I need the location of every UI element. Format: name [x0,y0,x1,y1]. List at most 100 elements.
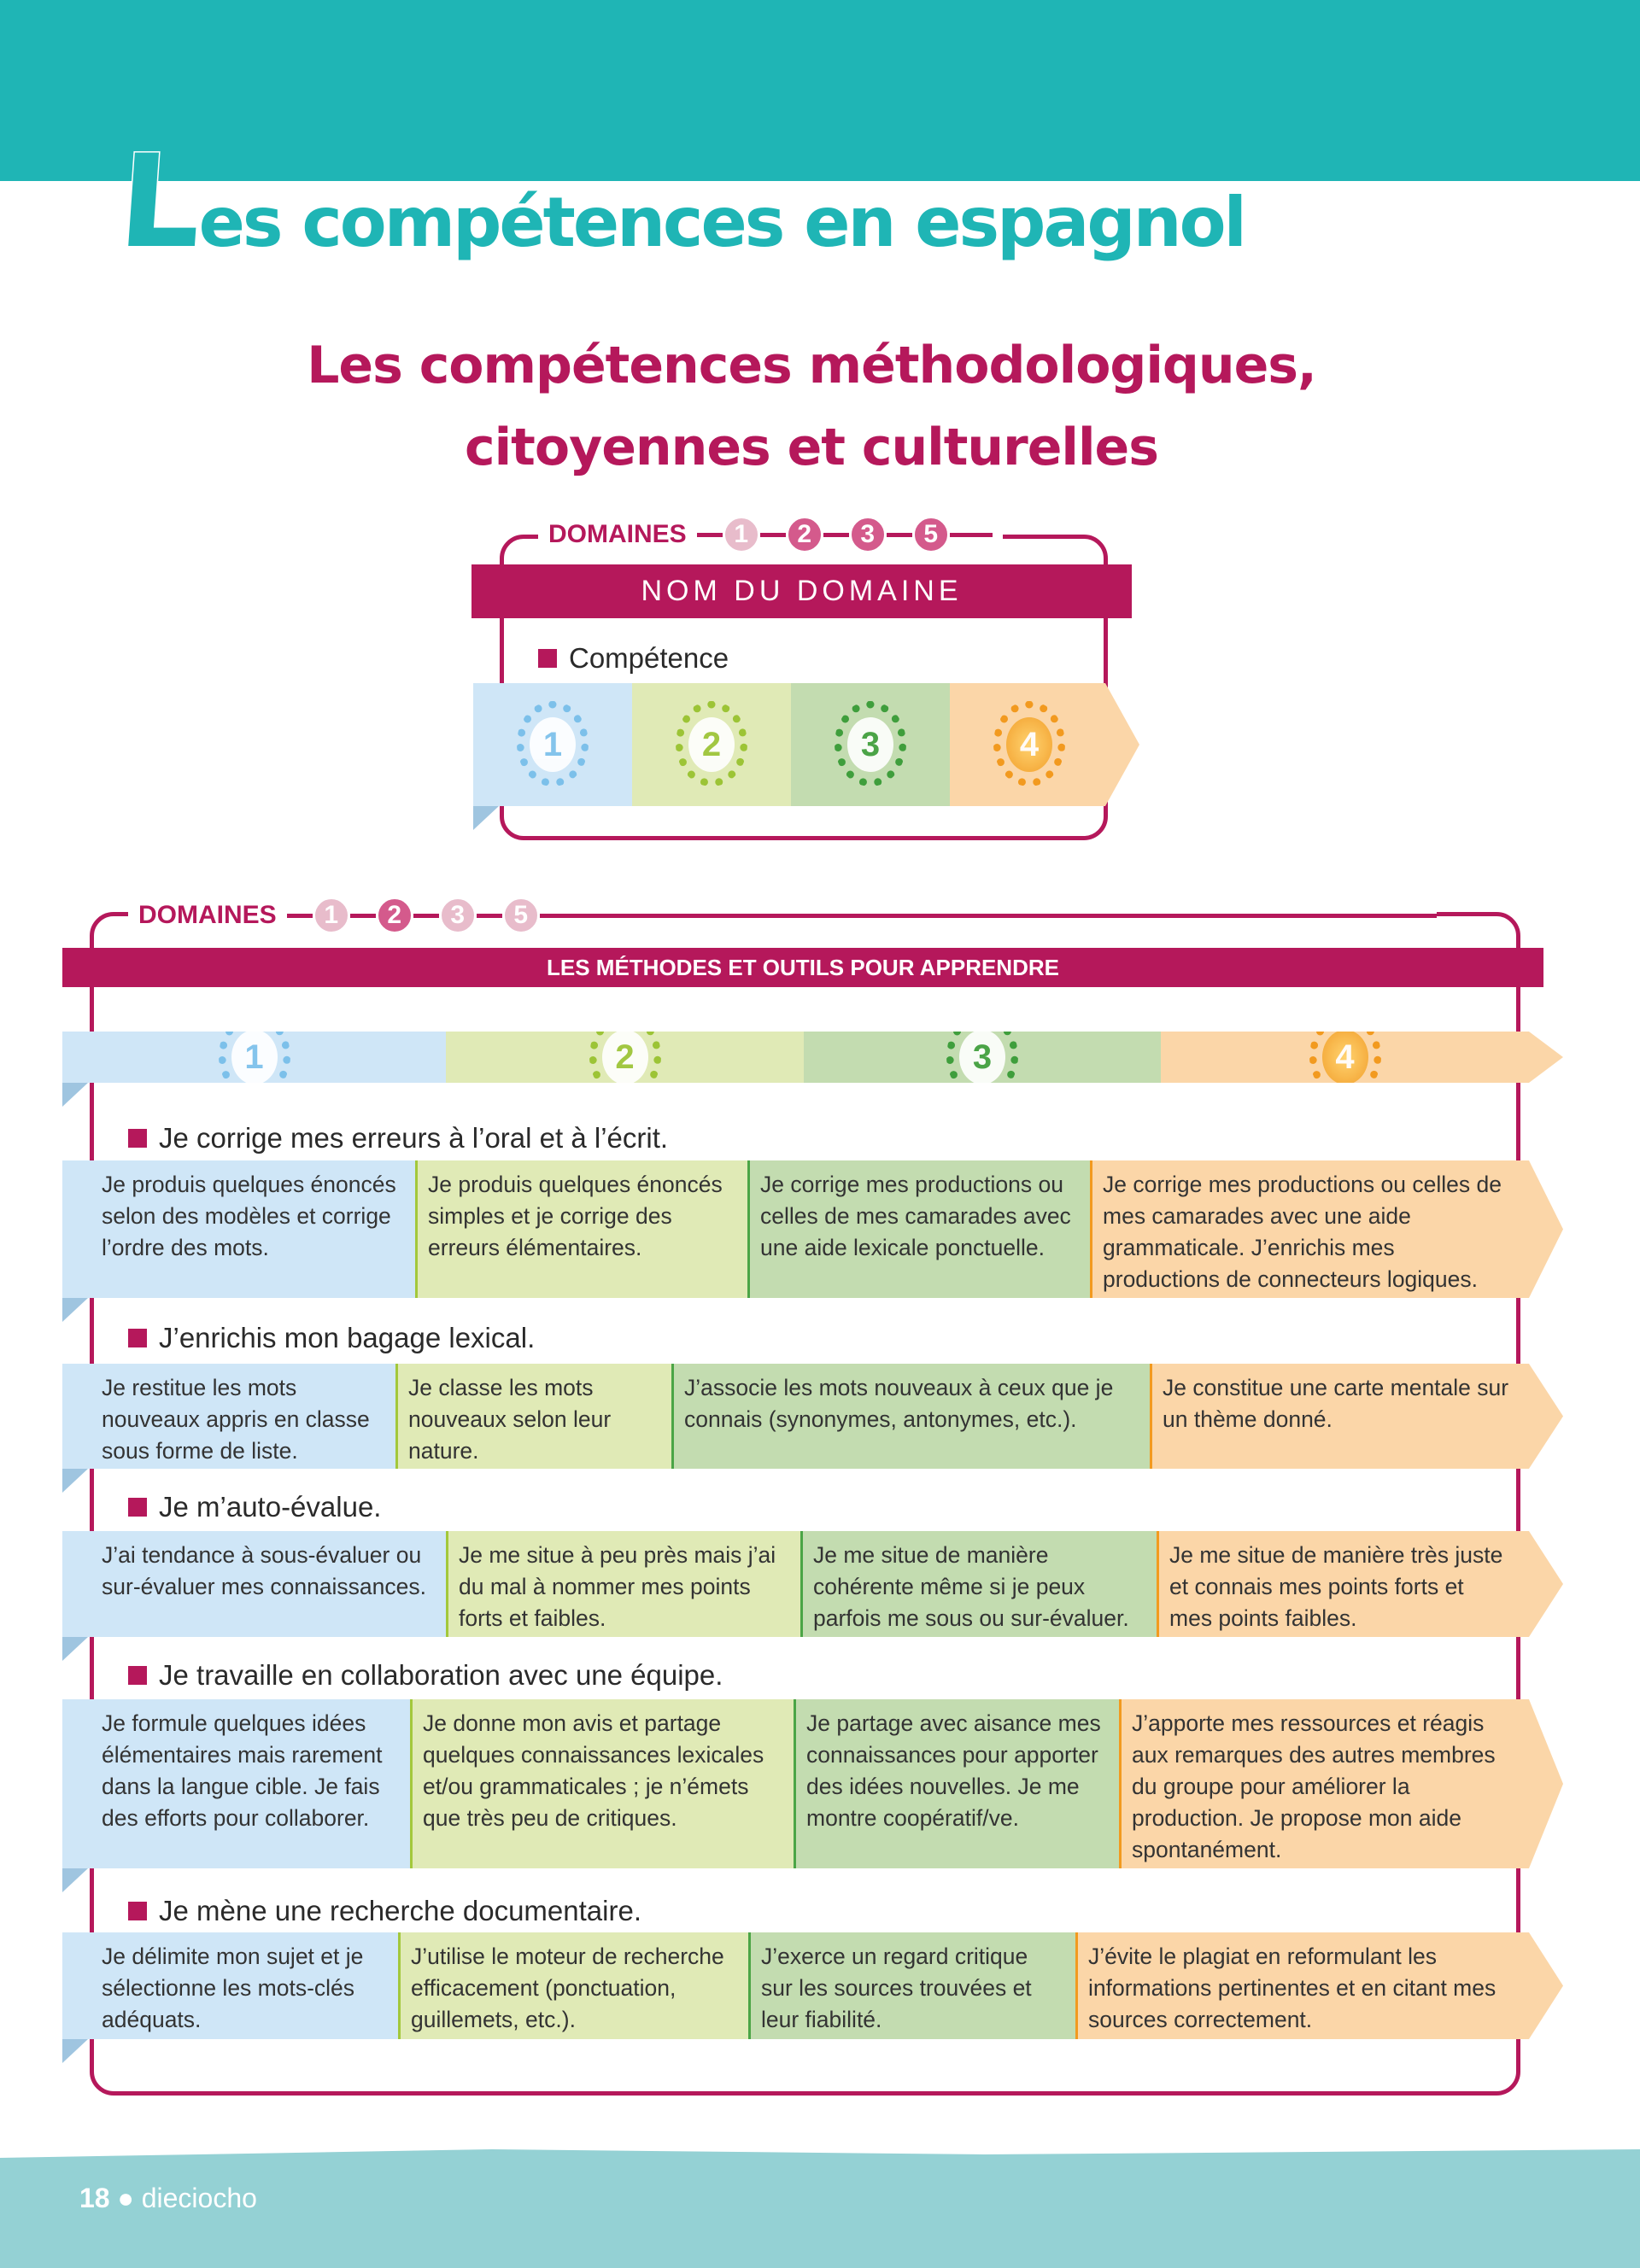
section-subtitle: Les compétences méthodologiques, citoyenn… [0,324,1623,488]
page-title: Les compétences en espagnol [113,127,1248,278]
level-cell-3: 3 [804,1032,1161,1083]
level-description-2: Je me situe à peu près mais j’ai du mal … [446,1531,800,1637]
level-description-2: Je donne mon avis et partage quelques co… [410,1699,794,1868]
domaines-label: DOMAINES [548,520,687,548]
level-description-1: Je délimite mon sujet et je sélectionne … [62,1932,398,2039]
level-description-4: J’évite le plagiat en reformulant les in… [1075,1932,1563,2039]
ribbon-fold [62,1868,88,1892]
bullet-square-icon [128,1329,147,1347]
competence-row: Je produis quelques énoncés selon des mo… [62,1160,1563,1298]
level-description-2: Je classe les mots nouveaux selon leur n… [395,1364,671,1469]
laurel-medal-icon-1: 1 [510,698,595,792]
level-description-2: J’utilise le moteur de recherche efficac… [398,1932,748,2039]
connector-line [886,532,912,537]
competence-row: Je formule quelques idées élémentaires m… [62,1699,1563,1868]
domain-badge-1[interactable]: 1 [312,897,350,934]
bullet-square-icon [538,649,557,668]
level-description-2: Je produis quelques énoncés simples et j… [415,1160,747,1298]
connector-line [349,913,376,918]
ribbon-fold [473,806,499,830]
legend-domain-name-bar: NOM DU DOMAINE [472,564,1132,618]
connector-line [823,532,849,537]
level-cell-4: 4 [950,683,1139,806]
domain-badge-5[interactable]: 5 [911,516,950,553]
connector-line [696,532,723,537]
domaines-label: DOMAINES [138,901,277,929]
medal-number: 1 [231,1030,278,1084]
level-description-3: Je partage avec aisance mes connaissance… [794,1699,1119,1868]
bullet-square-icon [128,1666,147,1685]
competence-label: J’enrichis mon bagage lexical. [159,1322,536,1353]
laurel-medal-icon-4: 4 [987,698,1072,792]
laurel-medal-icon-3: 3 [828,698,913,792]
competence-row: Je délimite mon sujet et je sélectionne … [62,1932,1563,2039]
domain-badge-5[interactable]: 5 [501,897,540,934]
level-cell-2: 2 [446,1032,804,1083]
level-description-4: J’apporte mes ressources et réagis aux r… [1119,1699,1563,1868]
level-strip: 1 2 3 4 [62,1032,1563,1083]
competence-row: Je restitue les mots nouveaux appris en … [62,1364,1563,1469]
competence-row: J’ai tendance à sous-évaluer ou sur-éval… [62,1531,1563,1637]
competence-heading: Je m’auto-évalue. [128,1491,381,1523]
domain-badge-2[interactable]: 2 [375,897,413,934]
connector-line [949,532,993,537]
medal-number: 1 [530,717,576,772]
competence-heading: Je travaille en collaboration avec une é… [128,1659,723,1692]
ribbon-fold [62,1637,88,1661]
competence-heading: Je mène une recherche documentaire. [128,1895,641,1927]
competence-label: Je mène une recherche documentaire. [159,1895,641,1926]
domain-badge-1[interactable]: 1 [722,516,760,553]
level-description-1: Je produis quelques énoncés selon des mo… [62,1160,415,1298]
level-cell-1: 1 [473,683,632,806]
domain-badge-3[interactable]: 3 [438,897,477,934]
level-description-4: Je me situe de manière très juste et con… [1157,1531,1563,1637]
ribbon-fold [62,1469,88,1493]
level-description-3: J’associe les mots nouveaux à ceux que j… [671,1364,1150,1469]
page-number: 18 ● dieciocho [79,2183,257,2214]
competence-label: Je corrige mes erreurs à l’oral et à l’é… [159,1122,669,1154]
medal-number: 4 [1006,717,1052,772]
competence-label: Je m’auto-évalue. [159,1491,382,1523]
level-description-3: Je me situe de manière cohérente même si… [800,1531,1157,1637]
level-description-1: J’ai tendance à sous-évaluer ou sur-éval… [62,1531,446,1637]
level-cell-2: 2 [632,683,791,806]
medal-number: 2 [602,1030,648,1084]
subtitle-line-2: citoyennes et culturelles [465,418,1159,477]
level-description-4: Je constitue une carte mentale sur un th… [1150,1364,1563,1469]
bullet-square-icon [128,1498,147,1517]
bullet-square-icon [128,1902,147,1920]
medal-number: 3 [959,1030,1005,1084]
subtitle-line-1: Les compétences méthodologiques, [307,336,1317,395]
header-band [0,0,1640,181]
title-rest: es compétences en espagnol [197,182,1248,264]
legend-competence: Compétence [538,642,729,675]
laurel-ring [993,701,1065,786]
level-description-3: J’exerce un regard critique sur les sour… [748,1932,1075,2039]
laurel-ring [676,701,747,786]
level-description-3: Je corrige mes productions ou celles de … [747,1160,1090,1298]
competence-label: Je travaille en collaboration avec une é… [159,1659,723,1691]
ribbon-fold [62,1083,88,1107]
bullet-square-icon [128,1129,147,1148]
competence-heading: Je corrige mes erreurs à l’oral et à l’é… [128,1122,668,1154]
domain-badge-2[interactable]: 2 [785,516,823,553]
domain-title-bar: LES MÉTHODES ET OUTILS POUR APPRENDRE [62,948,1543,987]
competence-heading: J’enrichis mon bagage lexical. [128,1322,535,1354]
level-description-1: Je restitue les mots nouveaux appris en … [62,1364,395,1469]
domain-badge-3[interactable]: 3 [848,516,887,553]
laurel-ring [517,701,589,786]
level-cell-4: 4 [1161,1032,1563,1083]
level-cell-3: 3 [791,683,950,806]
footer-band [0,2149,1640,2268]
level-description-1: Je formule quelques idées élémentaires m… [62,1699,410,1868]
laurel-medal-icon-2: 2 [669,698,754,792]
title-initial: L [113,127,205,278]
page-number-digits: 18 [79,2183,110,2213]
bullet-separator: ● [117,2183,134,2213]
laurel-ring [835,701,906,786]
connector-line [413,913,439,918]
connector-line [476,913,502,918]
